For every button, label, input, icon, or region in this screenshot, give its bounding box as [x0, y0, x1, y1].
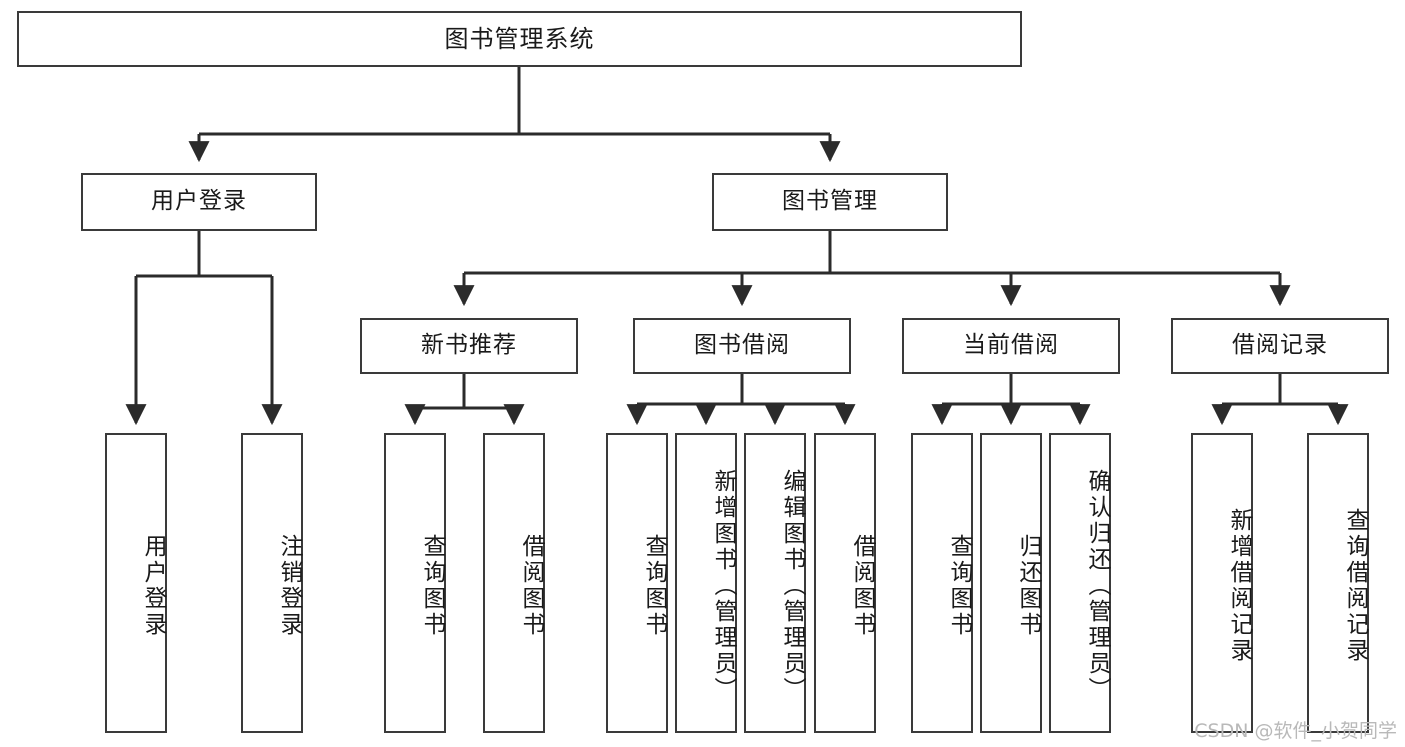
- leaf-edit-book-label: 编辑图书（管理员）: [779, 469, 805, 703]
- node-borrow-record[interactable]: 借阅记录: [1171, 318, 1389, 374]
- node-user-login-label: 用户登录: [151, 188, 247, 215]
- leaf-query-book-2[interactable]: 查询图书: [606, 433, 668, 733]
- node-new-book-rec[interactable]: 新书推荐: [360, 318, 578, 374]
- leaf-query-record[interactable]: 查询借阅记录: [1307, 433, 1369, 733]
- node-current-borrow[interactable]: 当前借阅: [902, 318, 1120, 374]
- leaf-borrow-book-1[interactable]: 借阅图书: [483, 433, 545, 733]
- leaf-query-book-1[interactable]: 查询图书: [384, 433, 446, 733]
- node-user-login[interactable]: 用户登录: [81, 173, 317, 231]
- leaf-query-book-3[interactable]: 查询图书: [911, 433, 973, 733]
- node-borrow-record-label: 借阅记录: [1232, 332, 1328, 359]
- leaf-user-login-label: 用户登录: [140, 534, 166, 638]
- leaf-query-book-2-label: 查询图书: [641, 534, 667, 638]
- node-root[interactable]: 图书管理系统: [17, 11, 1022, 67]
- leaf-add-book[interactable]: 新增图书（管理员）: [675, 433, 737, 733]
- leaf-logout[interactable]: 注销登录: [241, 433, 303, 733]
- leaf-borrow-book-2[interactable]: 借阅图书: [814, 433, 876, 733]
- node-current-borrow-label: 当前借阅: [963, 332, 1059, 359]
- leaf-confirm-return-label: 确认归还（管理员）: [1084, 469, 1110, 703]
- node-book-manage[interactable]: 图书管理: [712, 173, 948, 231]
- leaf-edit-book[interactable]: 编辑图书（管理员）: [744, 433, 806, 733]
- node-new-book-rec-label: 新书推荐: [421, 332, 517, 359]
- leaf-borrow-book-2-label: 借阅图书: [849, 534, 875, 638]
- leaf-return-book-label: 归还图书: [1015, 534, 1041, 638]
- csdn-watermark: CSDN @软件_小贺同学: [1194, 720, 1397, 742]
- leaf-query-book-3-label: 查询图书: [946, 534, 972, 638]
- leaf-query-book-1-label: 查询图书: [419, 534, 445, 638]
- leaf-add-record[interactable]: 新增借阅记录: [1191, 433, 1253, 733]
- leaf-query-record-label: 查询借阅记录: [1342, 508, 1368, 664]
- leaf-logout-label: 注销登录: [276, 534, 302, 638]
- node-root-label: 图书管理系统: [444, 24, 595, 53]
- node-book-borrow-label: 图书借阅: [694, 332, 790, 359]
- leaf-add-record-label: 新增借阅记录: [1226, 508, 1252, 664]
- node-book-manage-label: 图书管理: [782, 188, 878, 215]
- leaf-confirm-return[interactable]: 确认归还（管理员）: [1049, 433, 1111, 733]
- leaf-borrow-book-1-label: 借阅图书: [518, 534, 544, 638]
- leaf-user-login[interactable]: 用户登录: [105, 433, 167, 733]
- leaf-add-book-label: 新增图书（管理员）: [710, 469, 736, 703]
- node-book-borrow[interactable]: 图书借阅: [633, 318, 851, 374]
- leaf-return-book[interactable]: 归还图书: [980, 433, 1042, 733]
